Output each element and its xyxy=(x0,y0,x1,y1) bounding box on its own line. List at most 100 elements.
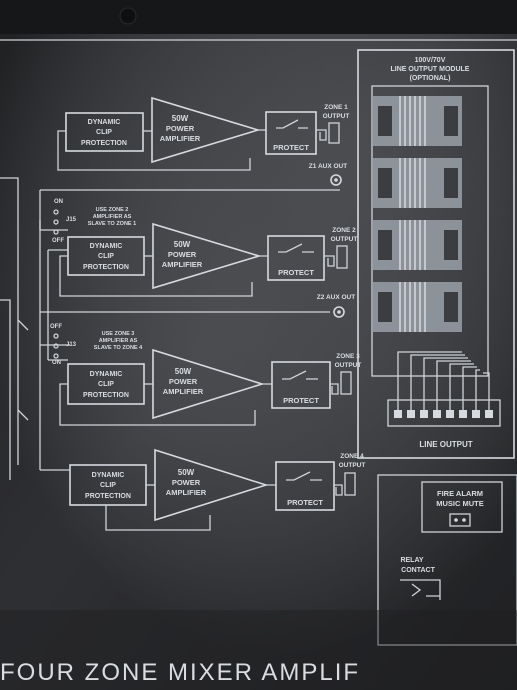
amp-line1: 50W xyxy=(174,240,191,249)
mute-terminal-icon xyxy=(449,513,471,527)
switch-icon xyxy=(286,471,322,481)
panel-title: FOUR ZONE MIXER AMPLIF xyxy=(0,659,360,686)
jumper-on-label: ON xyxy=(54,199,63,205)
jumper-note-line2: AMPLIFIER AS xyxy=(93,214,132,220)
jumper-j13: OFF J13 ON USE ZONE 3 AMPLIFIER AS SLAVE… xyxy=(50,324,143,366)
zone-output-label: OUTPUT xyxy=(323,113,350,120)
zone-label: ZONE 4 xyxy=(340,453,364,460)
amp-line2: POWER xyxy=(172,478,201,487)
zone-label: ZONE 2 xyxy=(332,227,356,234)
switch-icon xyxy=(282,370,318,380)
block-line1: DYNAMIC xyxy=(92,472,125,479)
amplifier-triangle xyxy=(151,96,261,164)
module-line1: 100V/70V xyxy=(415,57,446,64)
fire-alarm-section: FIRE ALARM MUSIC MUTE RELAY CONTACT xyxy=(377,474,517,646)
zone-output-label: OUTPUT xyxy=(335,362,362,369)
jumper-note-line3: SLAVE TO ZONE 1 xyxy=(88,221,136,227)
amp-line3: AMPLIFIER xyxy=(162,260,203,269)
protect-label: PROTECT xyxy=(278,268,314,277)
amplifier-triangle xyxy=(154,448,269,522)
protect-block xyxy=(265,111,317,155)
relay-contact-icon xyxy=(400,579,441,600)
module-line2: LINE OUTPUT MODULE xyxy=(391,66,470,73)
line-output-terminal-icon xyxy=(472,410,480,418)
amp-line3: AMPLIFIER xyxy=(166,488,207,497)
block-line2: CLIP xyxy=(96,129,112,136)
line-output-module: 100V/70V LINE OUTPUT MODULE (OPTIONAL) L… xyxy=(357,49,515,459)
output-terminal-icon xyxy=(340,371,352,395)
zone-4-channel: DYNAMIC CLIP PROTECTION 50W POWER AMPLIF… xyxy=(69,448,366,531)
terminal-strip xyxy=(387,351,501,427)
switch-icon xyxy=(276,119,308,129)
amplifier-triangle xyxy=(152,348,265,420)
amp-line1: 50W xyxy=(178,468,195,477)
aux-out-jack-icon xyxy=(330,174,342,186)
line-output-terminal-icon xyxy=(420,410,428,418)
aux-out-label: Z2 AUX OUT xyxy=(317,294,355,301)
amplifier-triangle xyxy=(152,222,262,290)
zone-3-channel: DYNAMIC CLIP PROTECTION 50W POWER AMPLIF… xyxy=(59,348,362,426)
jumper-note-line1: USE ZONE 2 xyxy=(96,207,129,213)
zone-output-label: OUTPUT xyxy=(331,236,358,243)
fire-alarm-line2: MUSIC MUTE xyxy=(436,499,484,508)
zone-output-label: OUTPUT xyxy=(339,462,366,469)
zone-1-channel: DYNAMIC CLIP PROTECTION 50W POWER AMPLIF… xyxy=(57,96,350,171)
line-output-terminal-icon xyxy=(407,410,415,418)
fire-alarm-line1: FIRE ALARM xyxy=(437,489,483,498)
screw-icon xyxy=(119,7,137,25)
amp-line2: POWER xyxy=(169,377,198,386)
block-line1: DYNAMIC xyxy=(90,371,123,378)
switch-icon xyxy=(278,243,314,253)
line-output-terminal-icon xyxy=(459,410,467,418)
line-output-terminal-icon xyxy=(446,410,454,418)
block-line2: CLIP xyxy=(100,482,116,489)
jumper-off-label: OFF xyxy=(50,324,62,330)
aux-out-jack-icon xyxy=(333,306,345,318)
jumper-note-line3: SLAVE TO ZONE 4 xyxy=(94,345,143,351)
zone-label: ZONE 3 xyxy=(336,353,360,360)
module-border xyxy=(357,49,515,459)
jumper-j15: ON J15 OFF USE ZONE 2 AMPLIFIER AS SLAVE… xyxy=(52,199,136,244)
jumper-note-line1: USE ZONE 3 xyxy=(102,331,135,337)
block-line3: PROTECTION xyxy=(85,493,131,500)
module-line3: (OPTIONAL) xyxy=(410,75,451,82)
relay-line1: RELAY xyxy=(400,557,423,564)
block-line2: CLIP xyxy=(98,253,114,260)
protect-label: PROTECT xyxy=(287,498,323,507)
jumper-off-label: OFF xyxy=(52,238,64,244)
block-line1: DYNAMIC xyxy=(90,243,123,250)
dynamic-clip-protection-block xyxy=(65,112,144,152)
transformer-group xyxy=(372,96,462,332)
protect-label: PROTECT xyxy=(273,143,309,152)
amp-line3: AMPLIFIER xyxy=(160,134,201,143)
jumper-id-label: J15 xyxy=(66,217,77,223)
block-line3: PROTECTION xyxy=(81,140,127,147)
aux-out-label: Z1 AUX OUT xyxy=(309,163,347,170)
protect-label: PROTECT xyxy=(283,396,319,405)
panel-top-edge xyxy=(0,0,517,34)
amp-line1: 50W xyxy=(172,114,189,123)
block-line3: PROTECTION xyxy=(83,392,129,399)
line-output-label: LINE OUTPUT xyxy=(419,440,472,449)
amp-line2: POWER xyxy=(168,250,197,259)
block-line3: PROTECTION xyxy=(83,264,129,271)
output-terminal-icon xyxy=(344,472,356,496)
jumper-on-label: ON xyxy=(52,360,61,366)
line-output-terminal-icon xyxy=(394,410,402,418)
amp-line3: AMPLIFIER xyxy=(163,387,204,396)
relay-line2: CONTACT xyxy=(401,567,435,574)
amp-line1: 50W xyxy=(175,367,192,376)
output-terminal-icon xyxy=(328,122,340,144)
output-terminal-icon xyxy=(336,245,348,269)
block-line2: CLIP xyxy=(98,381,114,388)
jumper-note-line2: AMPLIFIER AS xyxy=(99,338,138,344)
line-output-terminal-icon xyxy=(433,410,441,418)
protect-block xyxy=(275,461,335,511)
block-line1: DYNAMIC xyxy=(88,119,121,126)
jumper-id-label: J13 xyxy=(66,342,77,348)
zone-label: ZONE 1 xyxy=(324,104,348,111)
line-output-terminal-icon xyxy=(485,410,493,418)
protect-block xyxy=(267,235,325,281)
